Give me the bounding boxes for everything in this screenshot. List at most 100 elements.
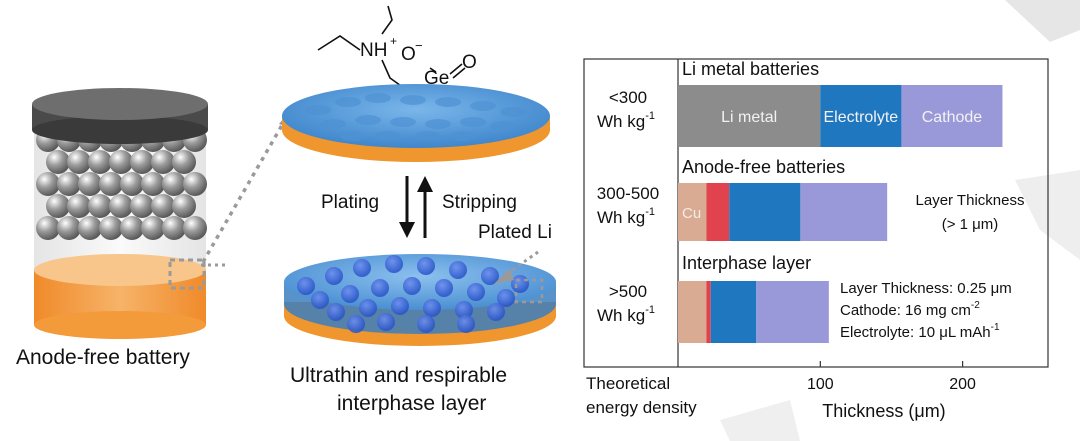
y-axis-label: energy density [586,398,697,417]
plated-li-particle [347,315,365,333]
segment-label: Cathode [922,109,983,126]
plating-stripping-arrows [399,176,433,238]
electrode-particle [36,216,60,240]
surface-dimple [415,131,441,141]
x-axis-label: Thickness (μm) [822,401,945,421]
plated-li-particle [449,261,467,279]
surface-dimple [470,101,496,111]
electrode-particle [88,150,112,174]
surface-dimple [375,131,401,141]
plated-li-particle [403,277,421,295]
x-tick-label: 200 [949,376,976,393]
plated-li-particle [353,259,371,277]
plating-label: Plating [321,192,380,213]
surface-dimple [340,131,366,141]
molecule-plus: + [390,34,398,48]
electrode-particle [172,150,196,174]
plated-li-particle [435,279,453,297]
electrode-particle [130,150,154,174]
plated-li-particle [327,303,345,321]
energy-density-unit: Wh kg-1 [597,110,655,131]
electrode-particle [172,194,196,218]
electrode-particle [109,194,133,218]
surface-dimple [460,117,486,127]
plated-li-particle [417,257,435,275]
y-axis-label: Theoretical [586,374,670,393]
electrode-particle [120,216,144,240]
segment-label: Electrolyte [824,109,899,126]
layer-thickness-note: (> 1 μm) [942,216,999,233]
plated-li-particle [371,279,389,297]
surface-dimple [500,107,526,117]
electrode-particle [88,194,112,218]
electrode-particle [130,194,154,218]
stripping-label: Stripping [442,192,517,213]
x-tick-label: 100 [807,376,834,393]
plated-li-pointer [494,250,544,304]
plated-li-particle [481,267,499,285]
molecule-ge: Ge [424,68,450,89]
plated-li-particle [341,285,359,303]
plated-li-particle [417,315,435,333]
plated-li-particle [297,277,315,295]
middle-caption-line1: Ultrathin and respirable [290,364,508,387]
plated-li-particle [457,315,475,333]
group-title: Anode-free batteries [682,157,845,177]
left-caption: Anode-free battery [16,346,190,369]
plated-li-particle [391,297,409,315]
bar-segment [820,85,902,147]
energy-density-unit: Wh kg-1 [597,304,655,325]
segment-label: Li metal [721,109,777,126]
molecule-minus: − [415,38,423,53]
plated-li-particle [385,255,403,273]
plated-li-particle [455,301,473,319]
surface-dimple [335,97,361,107]
electrode-particle [67,150,91,174]
plated-li-particle [359,299,377,317]
electrode-particle [57,216,81,240]
bar-segment [710,281,757,343]
electrode-particle [141,172,165,196]
electrode-particle [151,150,175,174]
bar-segment [706,281,711,343]
plated-li-particle [497,289,515,307]
segment-label: Cu [682,205,701,222]
bottom-plated-disk [284,254,556,346]
plated-li-particle [467,283,485,301]
electrode-particle [67,194,91,218]
chart-frame [583,58,1049,368]
anode-free-battery-illustration [32,88,208,339]
electrode-particle [36,172,60,196]
bar-segment [756,281,829,343]
electrode-particle [46,194,70,218]
cathode-loading-note: Cathode: 16 mg cm-2 [840,300,980,319]
electrode-particle [78,216,102,240]
electrode-particle [183,216,207,240]
bar-segment [901,85,1003,147]
plated-li-particle [487,303,505,321]
molecule-nh: NH [360,40,388,61]
energy-density-label: >500 [609,282,647,301]
top-interphase-disk [282,84,550,162]
electrode-particle [99,216,123,240]
energy-density-label: <300 [609,88,647,107]
bar-segment [678,281,707,343]
plated-li-particle [311,291,329,309]
layer-thickness-note: Layer Thickness [916,192,1025,209]
electrode-particle [183,172,207,196]
plated-li-particle [325,267,343,285]
layer-thickness-note: Layer Thickness: 0.25 μm [840,280,1012,297]
electrode-particle [46,150,70,174]
bar-segment [706,183,730,241]
surface-dimple [305,105,331,115]
surface-dimple [390,117,416,127]
plated-li-particle [423,299,441,317]
bar-segment [800,183,888,241]
electrode-particle [162,172,186,196]
electrode-particle [120,172,144,196]
surface-dimple [425,119,451,129]
electrode-particle [141,216,165,240]
surface-dimple [400,95,426,105]
